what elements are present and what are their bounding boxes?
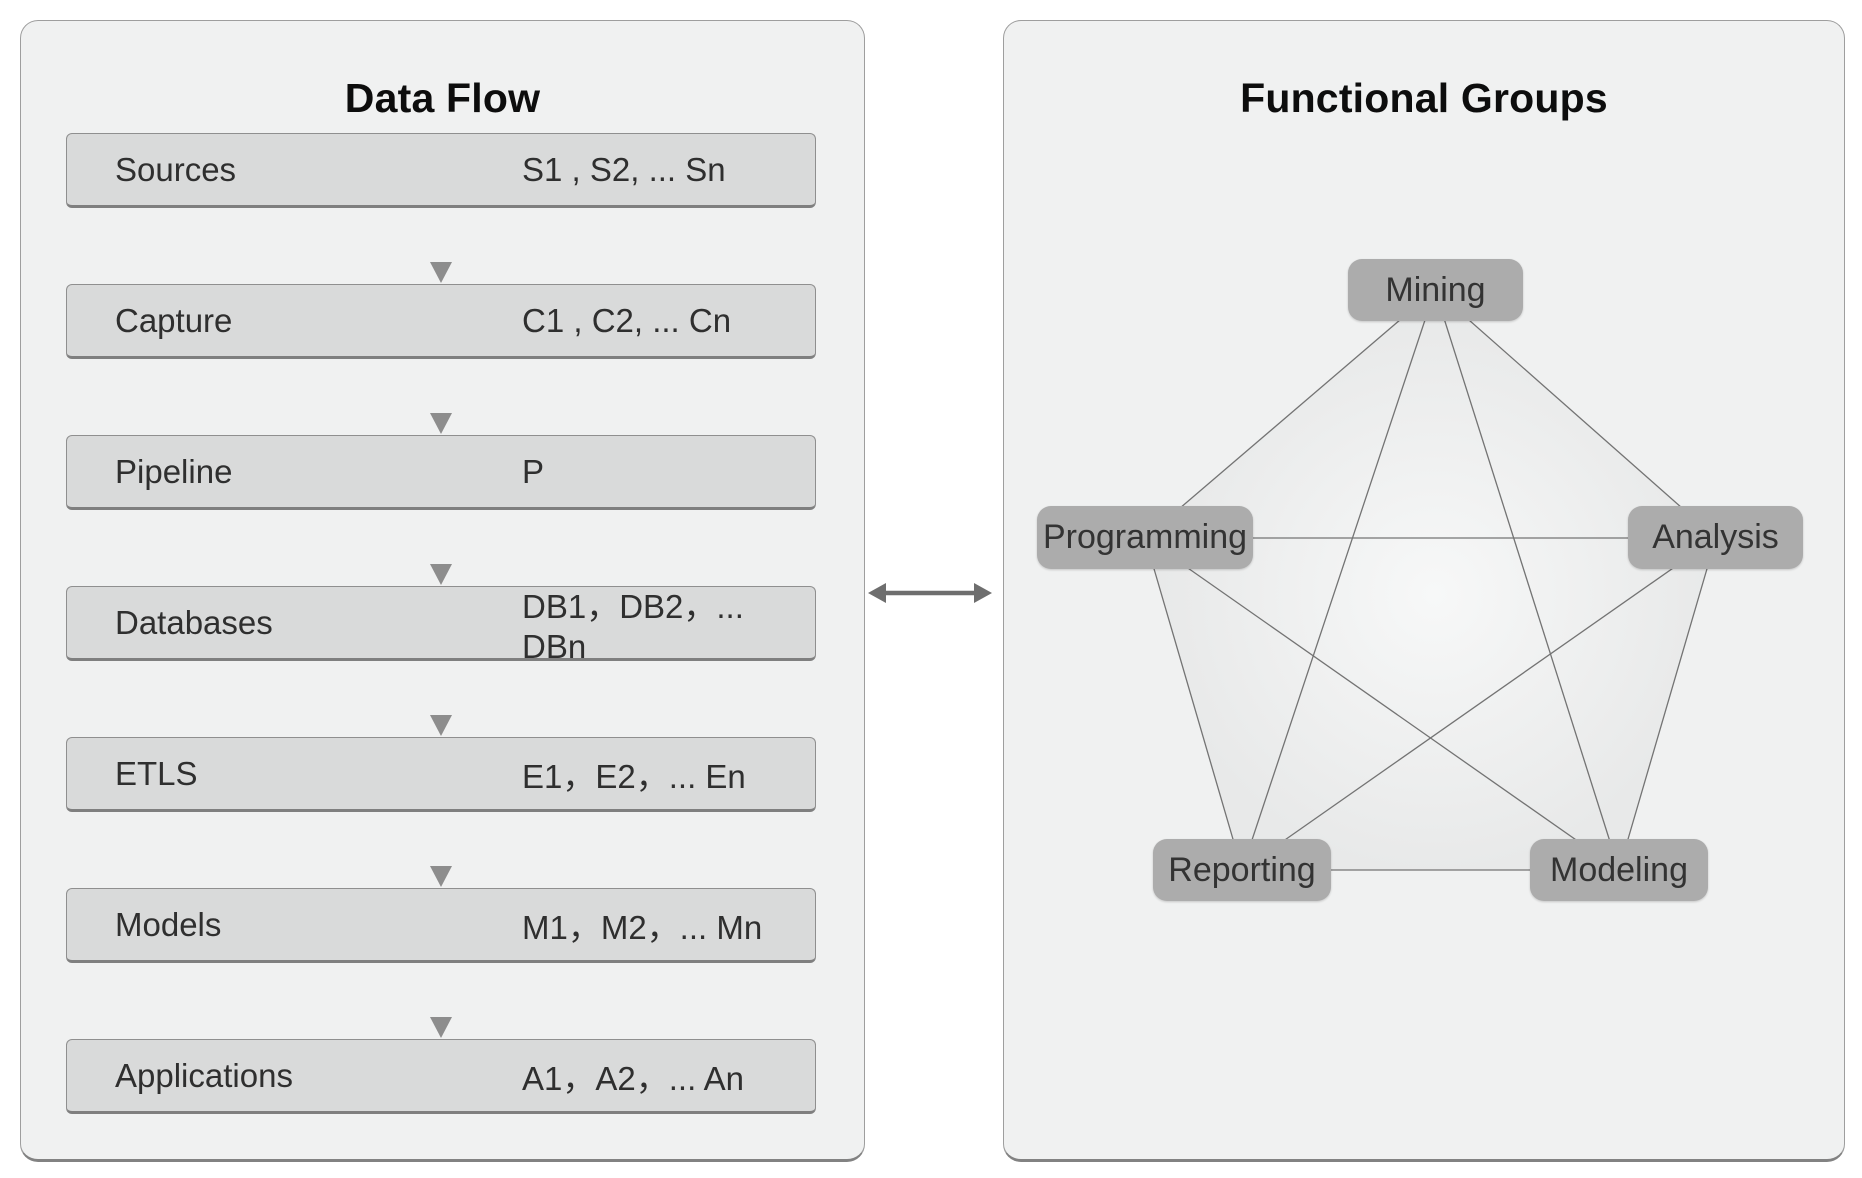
flow-row-label: Applications: [115, 1056, 293, 1094]
flow-row-capture: Capture C1 , C2, ... Cn: [66, 284, 816, 359]
pentagon-graph: [1144, 289, 1717, 871]
pentagon-fill: [1145, 290, 1716, 870]
flow-row-label: Databases: [115, 603, 273, 641]
down-arrow-icon: [430, 513, 452, 585]
flow-row-etls: ETLS E1，E2，... En: [66, 737, 816, 812]
node-label: Reporting: [1168, 850, 1316, 889]
flow-row-value: A1，A2，... An: [522, 1059, 744, 1097]
down-arrow-icon: [430, 966, 452, 1038]
data-flow-panel: Data Flow Sources S1 , S2, ... Sn Captur…: [20, 20, 865, 1162]
flow-row-label: Models: [115, 905, 222, 943]
flow-row-label: Sources: [115, 150, 237, 188]
flow-row-applications: Applications A1，A2，... An: [66, 1039, 816, 1114]
down-arrow-icon: [430, 362, 452, 434]
down-arrow-icon: [430, 815, 452, 887]
node-label: Analysis: [1652, 518, 1779, 556]
data-flow-title: Data Flow: [344, 75, 541, 121]
down-arrow-icon: [430, 664, 452, 736]
graph-edges: [1144, 289, 1717, 871]
flow-row-pipeline: Pipeline P: [66, 435, 816, 510]
functional-groups-title: Functional Groups: [1240, 75, 1608, 121]
node-programming: Programming: [1037, 506, 1253, 569]
flow-row-label: ETLS: [115, 754, 198, 792]
flow-row-value: C1 , C2, ... Cn: [522, 301, 732, 339]
flow-row-value: DB1，DB2，... DBn: [522, 587, 744, 665]
flow-row-label: Capture: [115, 301, 233, 339]
flow-row-value: S1 , S2, ... Sn: [522, 150, 726, 188]
node-label: Programming: [1042, 518, 1248, 556]
bidirectional-arrow-icon: [868, 583, 992, 603]
node-reporting: Reporting: [1153, 839, 1331, 901]
flow-row-value: P: [522, 452, 545, 490]
flow-row-value: M1，M2，... Mn: [522, 908, 763, 946]
node-modeling: Modeling: [1530, 839, 1708, 901]
node-label: Mining: [1385, 270, 1486, 309]
flow-row-databases: Databases DB1，DB2，... DBn: [66, 586, 816, 665]
node-analysis: Analysis: [1628, 506, 1803, 569]
node-label: Modeling: [1550, 850, 1688, 889]
flow-row-label: Pipeline: [115, 452, 233, 490]
functional-groups-panel: Functional Groups: [1003, 20, 1845, 1162]
flow-row-value: E1，E2，... En: [522, 757, 746, 795]
flow-row-sources: Sources S1 , S2, ... Sn: [66, 133, 816, 208]
node-mining: Mining: [1348, 259, 1523, 321]
flow-row-models: Models M1，M2，... Mn: [66, 888, 816, 963]
down-arrow-icon: [430, 211, 452, 283]
